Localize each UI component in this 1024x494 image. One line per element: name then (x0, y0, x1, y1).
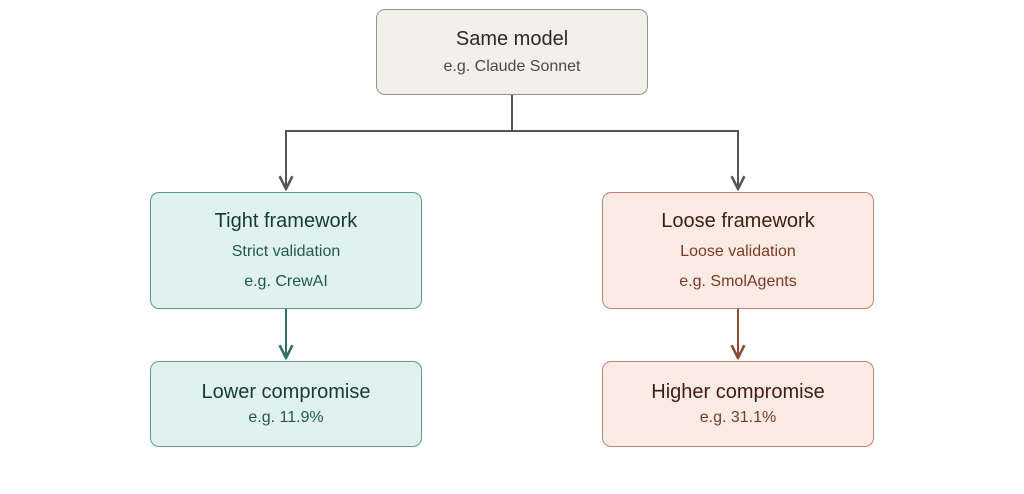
node-same-model: Same model e.g. Claude Sonnet (376, 9, 648, 95)
node-example: e.g. CrewAI (244, 273, 328, 290)
connector-top-to-tight (286, 95, 513, 189)
node-title: Tight framework (214, 210, 358, 232)
node-loose-framework: Loose framework Loose validation e.g. Sm… (602, 192, 874, 309)
node-validation: Strict validation (231, 243, 341, 260)
node-validation: Loose validation (680, 243, 796, 260)
node-example: e.g. 11.9% (248, 409, 324, 426)
node-title: Lower compromise (201, 381, 371, 403)
node-higher-compromise: Higher compromise e.g. 31.1% (602, 361, 874, 447)
node-title: Higher compromise (651, 381, 825, 403)
node-title: Loose framework (661, 210, 815, 232)
node-title: Same model (455, 28, 569, 50)
node-tight-framework: Tight framework Strict validation e.g. C… (150, 192, 422, 309)
node-lower-compromise: Lower compromise e.g. 11.9% (150, 361, 422, 447)
node-example: e.g. SmolAgents (679, 273, 797, 290)
node-example: e.g. 31.1% (699, 409, 777, 426)
connector-top-to-loose (512, 130, 738, 189)
node-example: e.g. Claude Sonnet (443, 58, 581, 75)
split-connector (286, 95, 738, 189)
